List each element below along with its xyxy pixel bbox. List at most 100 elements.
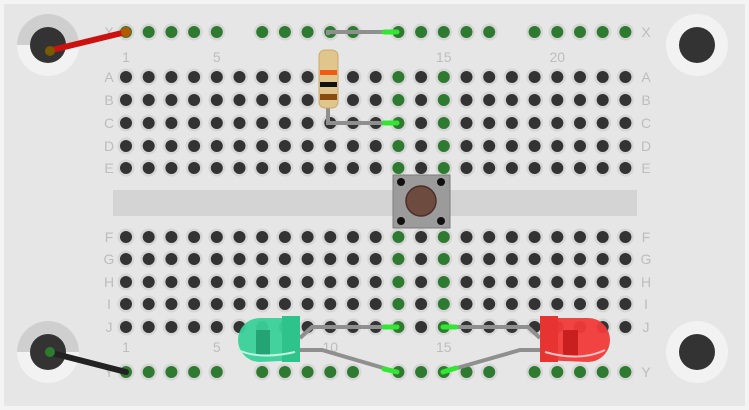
hole[interactable] [369, 253, 382, 265]
hole[interactable] [301, 276, 314, 288]
hole[interactable] [256, 140, 269, 152]
rail-hole[interactable] [278, 26, 291, 38]
rail-hole[interactable] [460, 366, 473, 378]
hole[interactable] [574, 231, 586, 243]
hole[interactable] [324, 162, 337, 174]
hole[interactable] [165, 94, 178, 106]
hole[interactable] [278, 231, 291, 243]
hole[interactable] [165, 162, 178, 174]
hole[interactable] [188, 94, 201, 106]
power-wire[interactable] [45, 27, 131, 56]
red-led[interactable] [540, 316, 610, 362]
hole[interactable] [505, 94, 518, 106]
hole[interactable] [460, 162, 473, 174]
hole[interactable] [392, 162, 405, 174]
hole[interactable] [505, 140, 518, 152]
hole[interactable] [120, 140, 132, 152]
hole[interactable] [460, 94, 473, 106]
hole[interactable] [415, 276, 428, 288]
hole[interactable] [188, 117, 201, 129]
hole[interactable] [347, 162, 359, 174]
hole[interactable] [596, 117, 609, 129]
hole[interactable] [278, 94, 291, 106]
hole[interactable] [188, 253, 201, 265]
hole[interactable] [324, 231, 337, 243]
hole[interactable] [301, 117, 314, 129]
hole[interactable] [483, 117, 496, 129]
rail-hole[interactable] [142, 26, 155, 38]
hole[interactable] [142, 94, 155, 106]
hole[interactable] [528, 117, 541, 129]
hole[interactable] [301, 231, 314, 243]
pushbutton[interactable] [392, 174, 451, 229]
rail-hole[interactable] [483, 26, 496, 38]
hole[interactable] [142, 117, 155, 129]
hole[interactable] [278, 71, 291, 83]
hole[interactable] [528, 298, 541, 310]
hole[interactable] [460, 231, 473, 243]
hole[interactable] [551, 276, 564, 288]
hole[interactable] [528, 276, 541, 288]
rail-hole[interactable] [301, 366, 314, 378]
hole[interactable] [369, 231, 382, 243]
hole[interactable] [574, 276, 586, 288]
hole[interactable] [528, 94, 541, 106]
hole[interactable] [596, 298, 609, 310]
hole[interactable] [210, 140, 223, 152]
hole[interactable] [619, 71, 632, 83]
hole[interactable] [210, 298, 223, 310]
hole[interactable] [347, 253, 359, 265]
hole[interactable] [574, 298, 586, 310]
hole[interactable] [233, 298, 246, 310]
hole[interactable] [369, 276, 382, 288]
hole[interactable] [415, 94, 428, 106]
hole[interactable] [505, 117, 518, 129]
hole[interactable] [347, 94, 359, 106]
rail-hole[interactable] [142, 366, 155, 378]
hole[interactable] [505, 276, 518, 288]
hole[interactable] [369, 298, 382, 310]
hole[interactable] [437, 71, 450, 83]
hole[interactable] [415, 71, 428, 83]
hole[interactable] [256, 276, 269, 288]
rail-hole[interactable] [256, 26, 269, 38]
hole[interactable] [142, 253, 155, 265]
hole[interactable] [165, 140, 178, 152]
rail-hole[interactable] [210, 26, 223, 38]
hole[interactable] [256, 298, 269, 310]
rail-hole[interactable] [415, 26, 428, 38]
rail-hole[interactable] [278, 366, 291, 378]
hole[interactable] [574, 71, 586, 83]
hole[interactable] [528, 140, 541, 152]
hole[interactable] [188, 231, 201, 243]
hole[interactable] [165, 253, 178, 265]
rail-hole[interactable] [483, 366, 496, 378]
hole[interactable] [256, 94, 269, 106]
hole[interactable] [142, 298, 155, 310]
hole[interactable] [483, 140, 496, 152]
hole[interactable] [324, 298, 337, 310]
ground-wire[interactable] [45, 347, 129, 375]
hole[interactable] [120, 231, 132, 243]
hole[interactable] [574, 253, 586, 265]
hole[interactable] [142, 71, 155, 83]
hole[interactable] [574, 162, 586, 174]
hole[interactable] [596, 253, 609, 265]
rail-hole[interactable] [437, 26, 450, 38]
hole[interactable] [301, 298, 314, 310]
hole[interactable] [437, 298, 450, 310]
hole[interactable] [188, 140, 201, 152]
rail-hole[interactable] [415, 366, 428, 378]
hole[interactable] [256, 117, 269, 129]
rail-hole[interactable] [596, 366, 609, 378]
hole[interactable] [278, 140, 291, 152]
hole[interactable] [528, 162, 541, 174]
hole[interactable] [392, 276, 405, 288]
hole[interactable] [347, 276, 359, 288]
hole[interactable] [437, 117, 450, 129]
hole[interactable] [619, 298, 632, 310]
hole[interactable] [210, 253, 223, 265]
hole[interactable] [256, 231, 269, 243]
hole[interactable] [233, 276, 246, 288]
hole[interactable] [120, 94, 132, 106]
